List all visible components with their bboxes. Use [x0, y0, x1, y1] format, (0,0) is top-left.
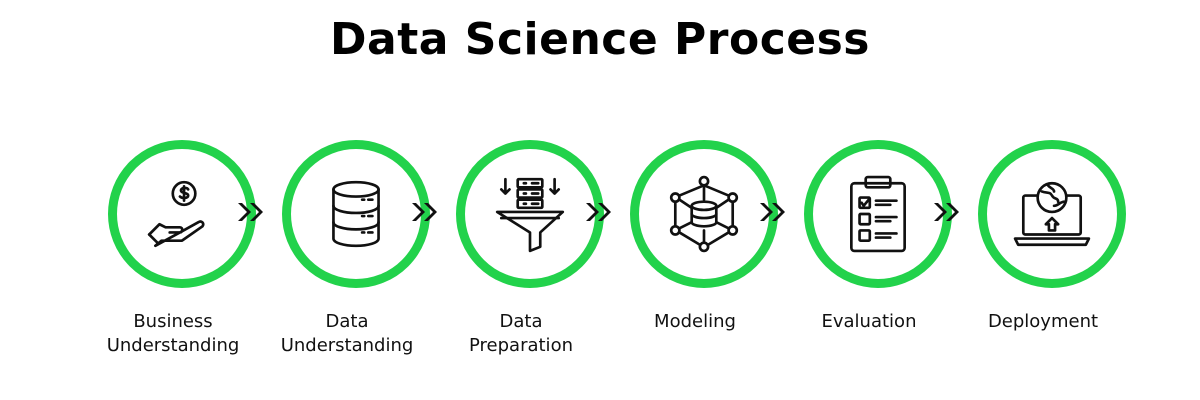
step-label: Modeling [612, 310, 778, 334]
step-label-line: Evaluation [821, 311, 917, 332]
laptop-upload-icon [1013, 181, 1091, 247]
step-label-line: Modeling [654, 311, 736, 332]
step-ring [456, 140, 604, 288]
double-chevron-right-icon [411, 201, 441, 223]
step-ring [630, 140, 778, 288]
step-label-line: Business [133, 311, 213, 332]
step-ring [108, 140, 256, 288]
step-ring [282, 140, 430, 288]
step-label: Business Understanding [90, 310, 256, 358]
hand-dollar-icon [147, 180, 205, 248]
clipboard-checklist-icon [850, 175, 906, 253]
step-ring [804, 140, 952, 288]
step-label: Deployment [960, 310, 1126, 334]
step-label: Data Understanding [264, 310, 430, 358]
step-label-line: Understanding [280, 335, 414, 356]
double-chevron-right-icon [933, 201, 963, 223]
step-label: Data Preparation [438, 310, 604, 358]
step-label: Evaluation [786, 310, 952, 334]
double-chevron-right-icon [237, 201, 267, 223]
database-icon [332, 180, 380, 248]
step-label-line: Data [499, 311, 543, 332]
page-title: Data Science Process [330, 14, 870, 65]
step-ring [978, 140, 1126, 288]
step-label-line: Understanding [106, 335, 240, 356]
step-label-line: Preparation [469, 335, 573, 356]
double-chevron-right-icon [759, 201, 789, 223]
step-label-line: Deployment [987, 311, 1099, 332]
double-chevron-right-icon [585, 201, 615, 223]
step-label-line: Data [325, 311, 369, 332]
funnel-icon [495, 177, 565, 253]
network-database-icon [669, 175, 739, 253]
